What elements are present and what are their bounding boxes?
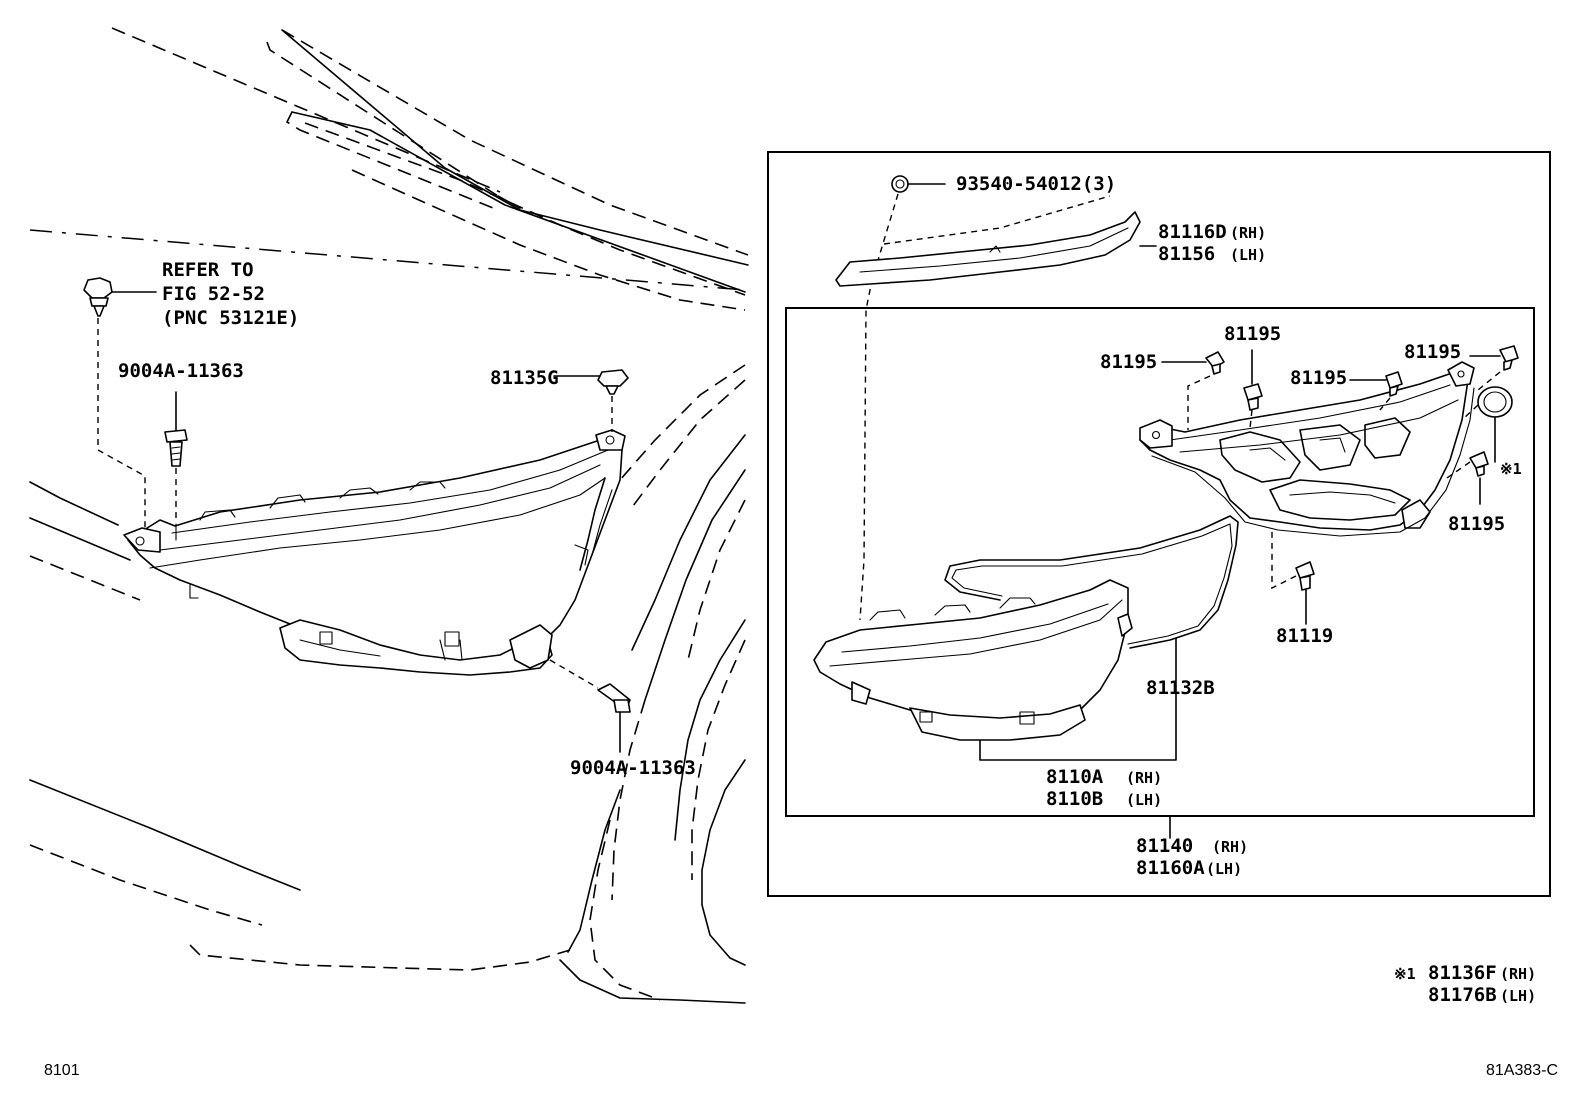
trim-rh-side: (RH) — [1230, 224, 1266, 242]
bolt-lower-leader — [549, 659, 599, 689]
screw-81119-part-number: 81119 — [1276, 625, 1333, 647]
gasket-seal — [944, 515, 1239, 761]
footer-figure-number: 8101 — [44, 1062, 80, 1079]
assy-lh-side: (LH) — [1206, 860, 1242, 878]
note-lh-part-number: 81176B — [1428, 984, 1497, 1006]
inner-assembly-box — [785, 307, 1535, 817]
screw-c-part-number: 81195 — [1290, 367, 1347, 389]
trim-lh-part-number: 81156 — [1158, 243, 1215, 265]
footer-illustration-code: 81A383-C — [1486, 1062, 1558, 1079]
note-lh-side: (LH) — [1500, 987, 1536, 1005]
assy-lh-part-number: 81160A — [1136, 857, 1205, 879]
screw-c-icon — [1349, 371, 1403, 397]
gasket-part-number: 81132B — [1146, 677, 1215, 699]
installed-headlamp — [123, 429, 626, 676]
clip-leader-line — [97, 318, 146, 530]
screw-d-part-number: 81195 — [1404, 341, 1461, 363]
bulb-part-number: 93540-54012(3) — [956, 173, 1116, 195]
clip-nut-icon — [553, 369, 629, 395]
note-rh-part-number: 81136F — [1428, 962, 1497, 984]
screw-b-part-number: 81195 — [1224, 323, 1281, 345]
bolt-upper-part-number: 9004A-11363 — [118, 360, 244, 382]
screw-b-icon — [1243, 349, 1263, 411]
refer-to-line2: FIG 52-52 — [162, 283, 265, 305]
cap-note-mark: ※1 — [1500, 460, 1522, 478]
lens-rh-side: (RH) — [1126, 769, 1162, 787]
trim-lh-side: (LH) — [1230, 246, 1266, 264]
cap-leader-line — [1461, 404, 1479, 421]
cap-icon — [1477, 386, 1513, 463]
lens-lh-side: (LH) — [1126, 791, 1162, 809]
trim-rh-part-number: 81116D — [1158, 221, 1227, 243]
screw-e-part-number: 81195 — [1448, 513, 1505, 535]
screw-a-part-number: 81195 — [1100, 351, 1157, 373]
refer-to-line1: REFER TO — [162, 259, 254, 281]
note-mark: ※1 — [1394, 965, 1416, 983]
screw-81119-leader — [1271, 530, 1297, 590]
outer-assembly-box — [767, 151, 1551, 897]
screw-b-leader — [1249, 409, 1253, 429]
trim-strip — [835, 211, 1157, 287]
bolt-lower-part-number: 9004A-11363 — [570, 757, 696, 779]
lens-rh-part-number: 8110A — [1046, 766, 1104, 788]
assy-rh-part-number: 81140 — [1136, 835, 1193, 857]
assy-rh-side: (RH) — [1212, 838, 1248, 856]
clip-81135g-part-number: 81135G — [490, 367, 559, 389]
push-clip-icon — [83, 277, 157, 317]
screw-e-leader — [1443, 461, 1471, 481]
screw-a-leader — [1187, 375, 1211, 430]
bolt-lower-icon — [597, 683, 631, 753]
screw-c-leader — [1379, 397, 1391, 411]
note-rh-side: (RH) — [1500, 965, 1536, 983]
bulb-icon — [891, 175, 946, 193]
screw-e-icon — [1469, 451, 1489, 505]
screw-d-leader — [1477, 371, 1501, 391]
screw-d-icon — [1469, 345, 1519, 371]
headlamp-lens — [813, 579, 1133, 741]
screw-81119-icon — [1295, 561, 1315, 625]
lens-lh-part-number: 8110B — [1046, 788, 1103, 810]
headlamp-housing — [1139, 361, 1475, 537]
bolt-icon — [164, 391, 188, 467]
screw-a-icon — [1161, 351, 1225, 375]
refer-to-line3: (PNC 53121E) — [162, 307, 299, 329]
bulb-leader-line — [859, 193, 899, 621]
